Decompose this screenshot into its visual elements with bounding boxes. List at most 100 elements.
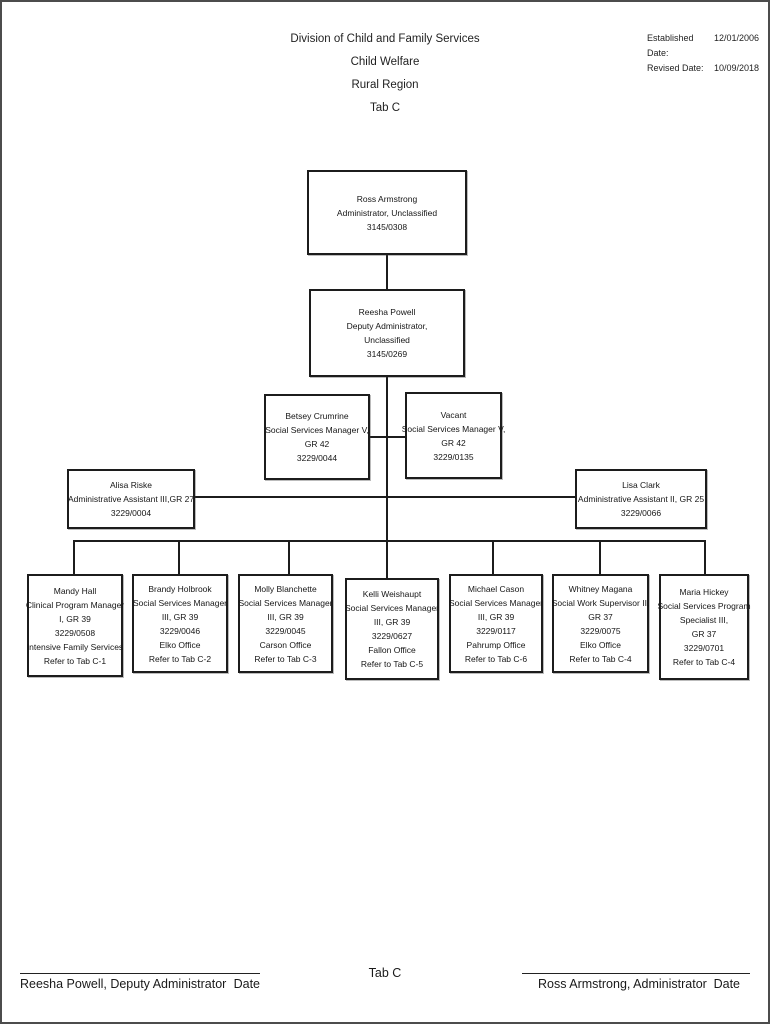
connector-drop-michael bbox=[492, 542, 494, 574]
established-date-label: Established Date: bbox=[647, 33, 694, 58]
org-node-text-line: Administrative Assistant III,GR 27 bbox=[67, 494, 195, 504]
deputy-administrator-signature-label: Reesha Powell, Deputy Administrator bbox=[20, 977, 227, 991]
org-node-text-line: 3229/0135 bbox=[433, 451, 474, 462]
org-node-text-line: Social Work Supervisor II, bbox=[551, 597, 650, 608]
org-node-text-line: Fallon Office bbox=[368, 645, 416, 655]
org-node-text-line: Molly Blanchette bbox=[254, 583, 317, 594]
org-node-text-line: Michael Cason bbox=[467, 583, 525, 594]
document-title-line: Child Welfare bbox=[350, 56, 420, 68]
org-node-text-line: 3229/0044 bbox=[296, 453, 338, 463]
org-node-text-line: Social Services Manager V, bbox=[401, 423, 506, 434]
connector-drop-molly bbox=[288, 542, 290, 574]
established-date-value: 12/01/2006 bbox=[713, 33, 759, 43]
org-node-text-line: III, GR 39 bbox=[161, 611, 199, 622]
org-node-text-line: 3229/0004 bbox=[110, 508, 152, 518]
org-node-text-line: Refer to Tab C-4 bbox=[672, 657, 736, 667]
administrator-date-label: Date bbox=[713, 977, 740, 991]
org-node-text-line: Refer to Tab C-4 bbox=[569, 653, 632, 664]
org-node-text-line: Carson Office bbox=[259, 639, 312, 650]
revision-dates: Established Date: 12/01/2006 Revised Dat… bbox=[647, 31, 759, 76]
org-node-text-line: Alisa Riske bbox=[109, 480, 153, 490]
document-title-line: Division of Child and Family Services bbox=[290, 33, 480, 45]
document-title-line: Rural Region bbox=[351, 79, 419, 91]
org-node-text-line: 3229/0117 bbox=[476, 625, 516, 636]
org-node-text-line: 3229/0627 bbox=[371, 631, 413, 641]
org-node-text-line: GR 42 bbox=[441, 437, 466, 448]
org-node-text-line: Whitney Magana bbox=[568, 583, 633, 594]
connector-ross-to-reesha bbox=[386, 255, 388, 289]
org-node-text-line: Vacant bbox=[440, 409, 467, 420]
org-node-text-line: I, GR 39 bbox=[59, 613, 91, 624]
org-node-text-line: III, GR 39 bbox=[477, 611, 515, 622]
org-node-text-line: 3229/0701 bbox=[683, 643, 725, 653]
signature-block-deputy-administrator: Reesha Powell, Deputy Administrator Date bbox=[20, 973, 260, 991]
connector-drop-maria bbox=[704, 542, 706, 574]
deputy-administrator-date-label: Date bbox=[233, 977, 260, 991]
org-node-text-line: Social Services Manager bbox=[133, 597, 228, 608]
org-node-text-line: Administrator, Unclassified bbox=[336, 207, 438, 218]
org-node-text-line: Kelli Weishaupt bbox=[362, 589, 422, 599]
org-node-text-line: Intensive Family Services bbox=[26, 641, 124, 652]
org-node-text-line: III, GR 39 bbox=[267, 611, 304, 622]
connector-drop-kelli bbox=[386, 542, 388, 578]
footer-tab-label: Tab C bbox=[368, 966, 402, 980]
connector-drop-mandy bbox=[73, 542, 75, 574]
connector-reesha-trunk bbox=[386, 377, 388, 541]
revised-date-label: Revised Date: bbox=[647, 63, 704, 73]
org-node-text-line: Refer to Tab C-2 bbox=[148, 653, 212, 664]
document-title-line: Tab C bbox=[369, 102, 401, 114]
org-node-text-line: GR 37 bbox=[588, 611, 613, 622]
signature-block-administrator: Ross Armstrong, Administrator Date bbox=[522, 973, 750, 991]
org-node-text-line: Elko Office bbox=[580, 639, 621, 650]
org-node-text-line: Social Services Manager bbox=[238, 597, 333, 608]
org-node-text-line: Refer to Tab C-1 bbox=[43, 655, 107, 666]
org-node-text-line: Reesha Powell bbox=[358, 307, 416, 317]
org-node-text-line: Administrative Assistant II, GR 25 bbox=[577, 494, 705, 504]
org-node-text-line: III, GR 39 bbox=[373, 617, 411, 627]
org-node-text-line: Lisa Clark bbox=[622, 480, 660, 490]
org-node-text-line: Social Services Manager V, bbox=[265, 425, 369, 435]
org-node-text-line: 3229/0075 bbox=[580, 625, 621, 636]
org-node-text-line: Brandy Holbrook bbox=[148, 583, 212, 594]
org-node-text-line: GR 42 bbox=[304, 439, 330, 449]
org-node-text-line: GR 37 bbox=[691, 629, 717, 639]
connector-betsey-vacant bbox=[370, 436, 405, 438]
org-node-text-line: Pahrump Office bbox=[466, 639, 526, 650]
org-node-text-line: Social Services Manager bbox=[345, 603, 440, 613]
org-node-text-line: 3229/0508 bbox=[54, 627, 96, 638]
org-node-text-line: Unclassified bbox=[364, 335, 410, 345]
org-node-text-line: Ross Armstrong bbox=[356, 193, 418, 204]
connector-alisa-lisa bbox=[195, 496, 575, 498]
org-node-text-line: Mandy Hall bbox=[53, 585, 97, 596]
org-node-text-line: Refer to Tab C-6 bbox=[464, 653, 528, 664]
connector-drop-brandy bbox=[178, 542, 180, 574]
org-node-text-line: 3145/0308 bbox=[366, 221, 408, 232]
connector-bottom-bus bbox=[73, 540, 706, 542]
org-node-text-line: Social Services Program bbox=[657, 601, 751, 611]
administrator-signature-label: Ross Armstrong, Administrator bbox=[538, 977, 707, 991]
org-node-text-line: 3229/0046 bbox=[159, 625, 201, 636]
revised-date-row: Revised Date: 10/09/2018 bbox=[647, 61, 759, 76]
org-node-text-line: Maria Hickey bbox=[679, 587, 729, 597]
org-node-text-line: 3229/0045 bbox=[265, 625, 306, 636]
org-node-text-line: 3229/0066 bbox=[620, 508, 662, 518]
connector-drop-whitney bbox=[599, 542, 601, 574]
org-node-text-line: Clinical Program Manager bbox=[25, 599, 125, 610]
org-node-text-line: 3145/0269 bbox=[366, 349, 408, 359]
org-node-text-line: Betsey Crumrine bbox=[285, 411, 349, 421]
